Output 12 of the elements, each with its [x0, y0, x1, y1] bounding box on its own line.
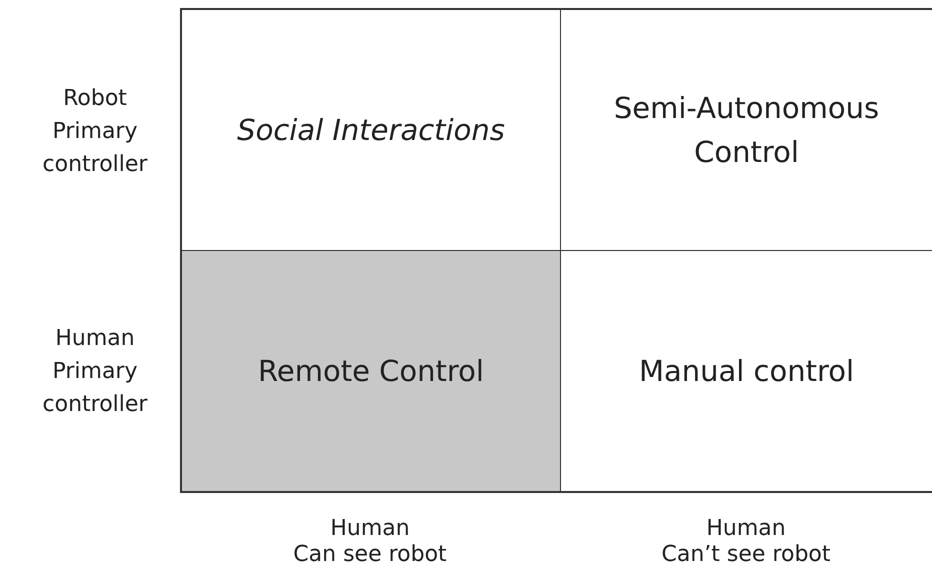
axis-label: Human — [329, 515, 411, 543]
cell-text: Remote Control — [258, 353, 484, 390]
cell-text: Manual control — [638, 353, 854, 390]
axis-label: Human Primary controller — [42, 325, 148, 419]
axis-label: Can’t see robot — [660, 541, 832, 569]
axis-label: Robot Primary controller — [42, 85, 148, 179]
quadrant-cell — [180, 8, 561, 251]
cell-text: Semi-Autonomous Control — [612, 90, 880, 171]
axis-label: Can see robot — [292, 541, 448, 569]
axis-label: Human — [705, 515, 787, 543]
quadrant-cell — [180, 250, 561, 493]
cell-text: Social Interactions — [237, 112, 505, 149]
